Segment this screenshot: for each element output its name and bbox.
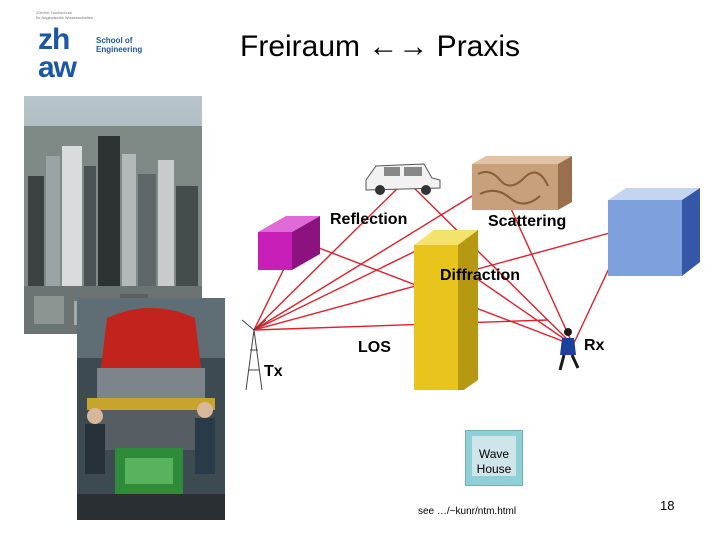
ray-tx-scatterer — [253, 179, 499, 331]
label-los: LOS — [358, 339, 391, 356]
logo-small-text: Zürcher Hochschule für Angewandte Wissen… — [36, 10, 93, 20]
ray-car-rx — [405, 179, 574, 346]
logo-school-text: School of Engineering — [96, 36, 142, 54]
logo-small-text-line1: Zürcher Hochschule — [36, 10, 72, 15]
blue-box — [608, 188, 700, 276]
page-number: 18 — [660, 498, 675, 513]
logo-aw: aw — [38, 51, 77, 84]
wave-house-line1: Wave — [478, 447, 510, 461]
logo-school-line2: Engineering — [96, 45, 143, 54]
wave-house-button[interactable]: Wave House — [465, 430, 523, 486]
label-reflection: Reflection — [330, 211, 407, 228]
label-scattering: Scattering — [488, 213, 566, 230]
label-tx: Tx — [264, 363, 283, 380]
factory-photo — [77, 298, 225, 520]
label-diffraction: Diffraction — [440, 267, 520, 284]
wave-house-line2: House — [476, 462, 512, 476]
label-rx: Rx — [584, 337, 605, 354]
slide-title: Freiraum ←→ Praxis — [240, 30, 521, 63]
rx-person-icon — [558, 328, 580, 371]
tx-antenna-icon — [241, 319, 267, 390]
scattering-object — [472, 156, 572, 210]
logo-zh: zh — [38, 23, 70, 56]
logo-small-text-line2: für Angewandte Wissenschaften — [36, 15, 94, 20]
reflector-box — [258, 216, 320, 270]
car-icon — [365, 163, 441, 195]
diffraction-block — [414, 230, 478, 390]
ray-tx-car — [253, 179, 407, 331]
footer-link[interactable]: see …/~kunr/ntm.html — [418, 506, 517, 517]
ray-los — [253, 319, 549, 331]
wave-house-doc-icon — [472, 436, 516, 476]
ray-tx-diffractor — [253, 244, 429, 331]
propagation-diagram: Reflection Scattering Diffraction LOS Tx… — [241, 156, 700, 390]
logo-school-line1: School of — [96, 36, 133, 45]
zhaw-logo: Zürcher Hochschule für Angewandte Wissen… — [34, 10, 144, 90]
wave-house-label: Wave House — [466, 447, 522, 477]
